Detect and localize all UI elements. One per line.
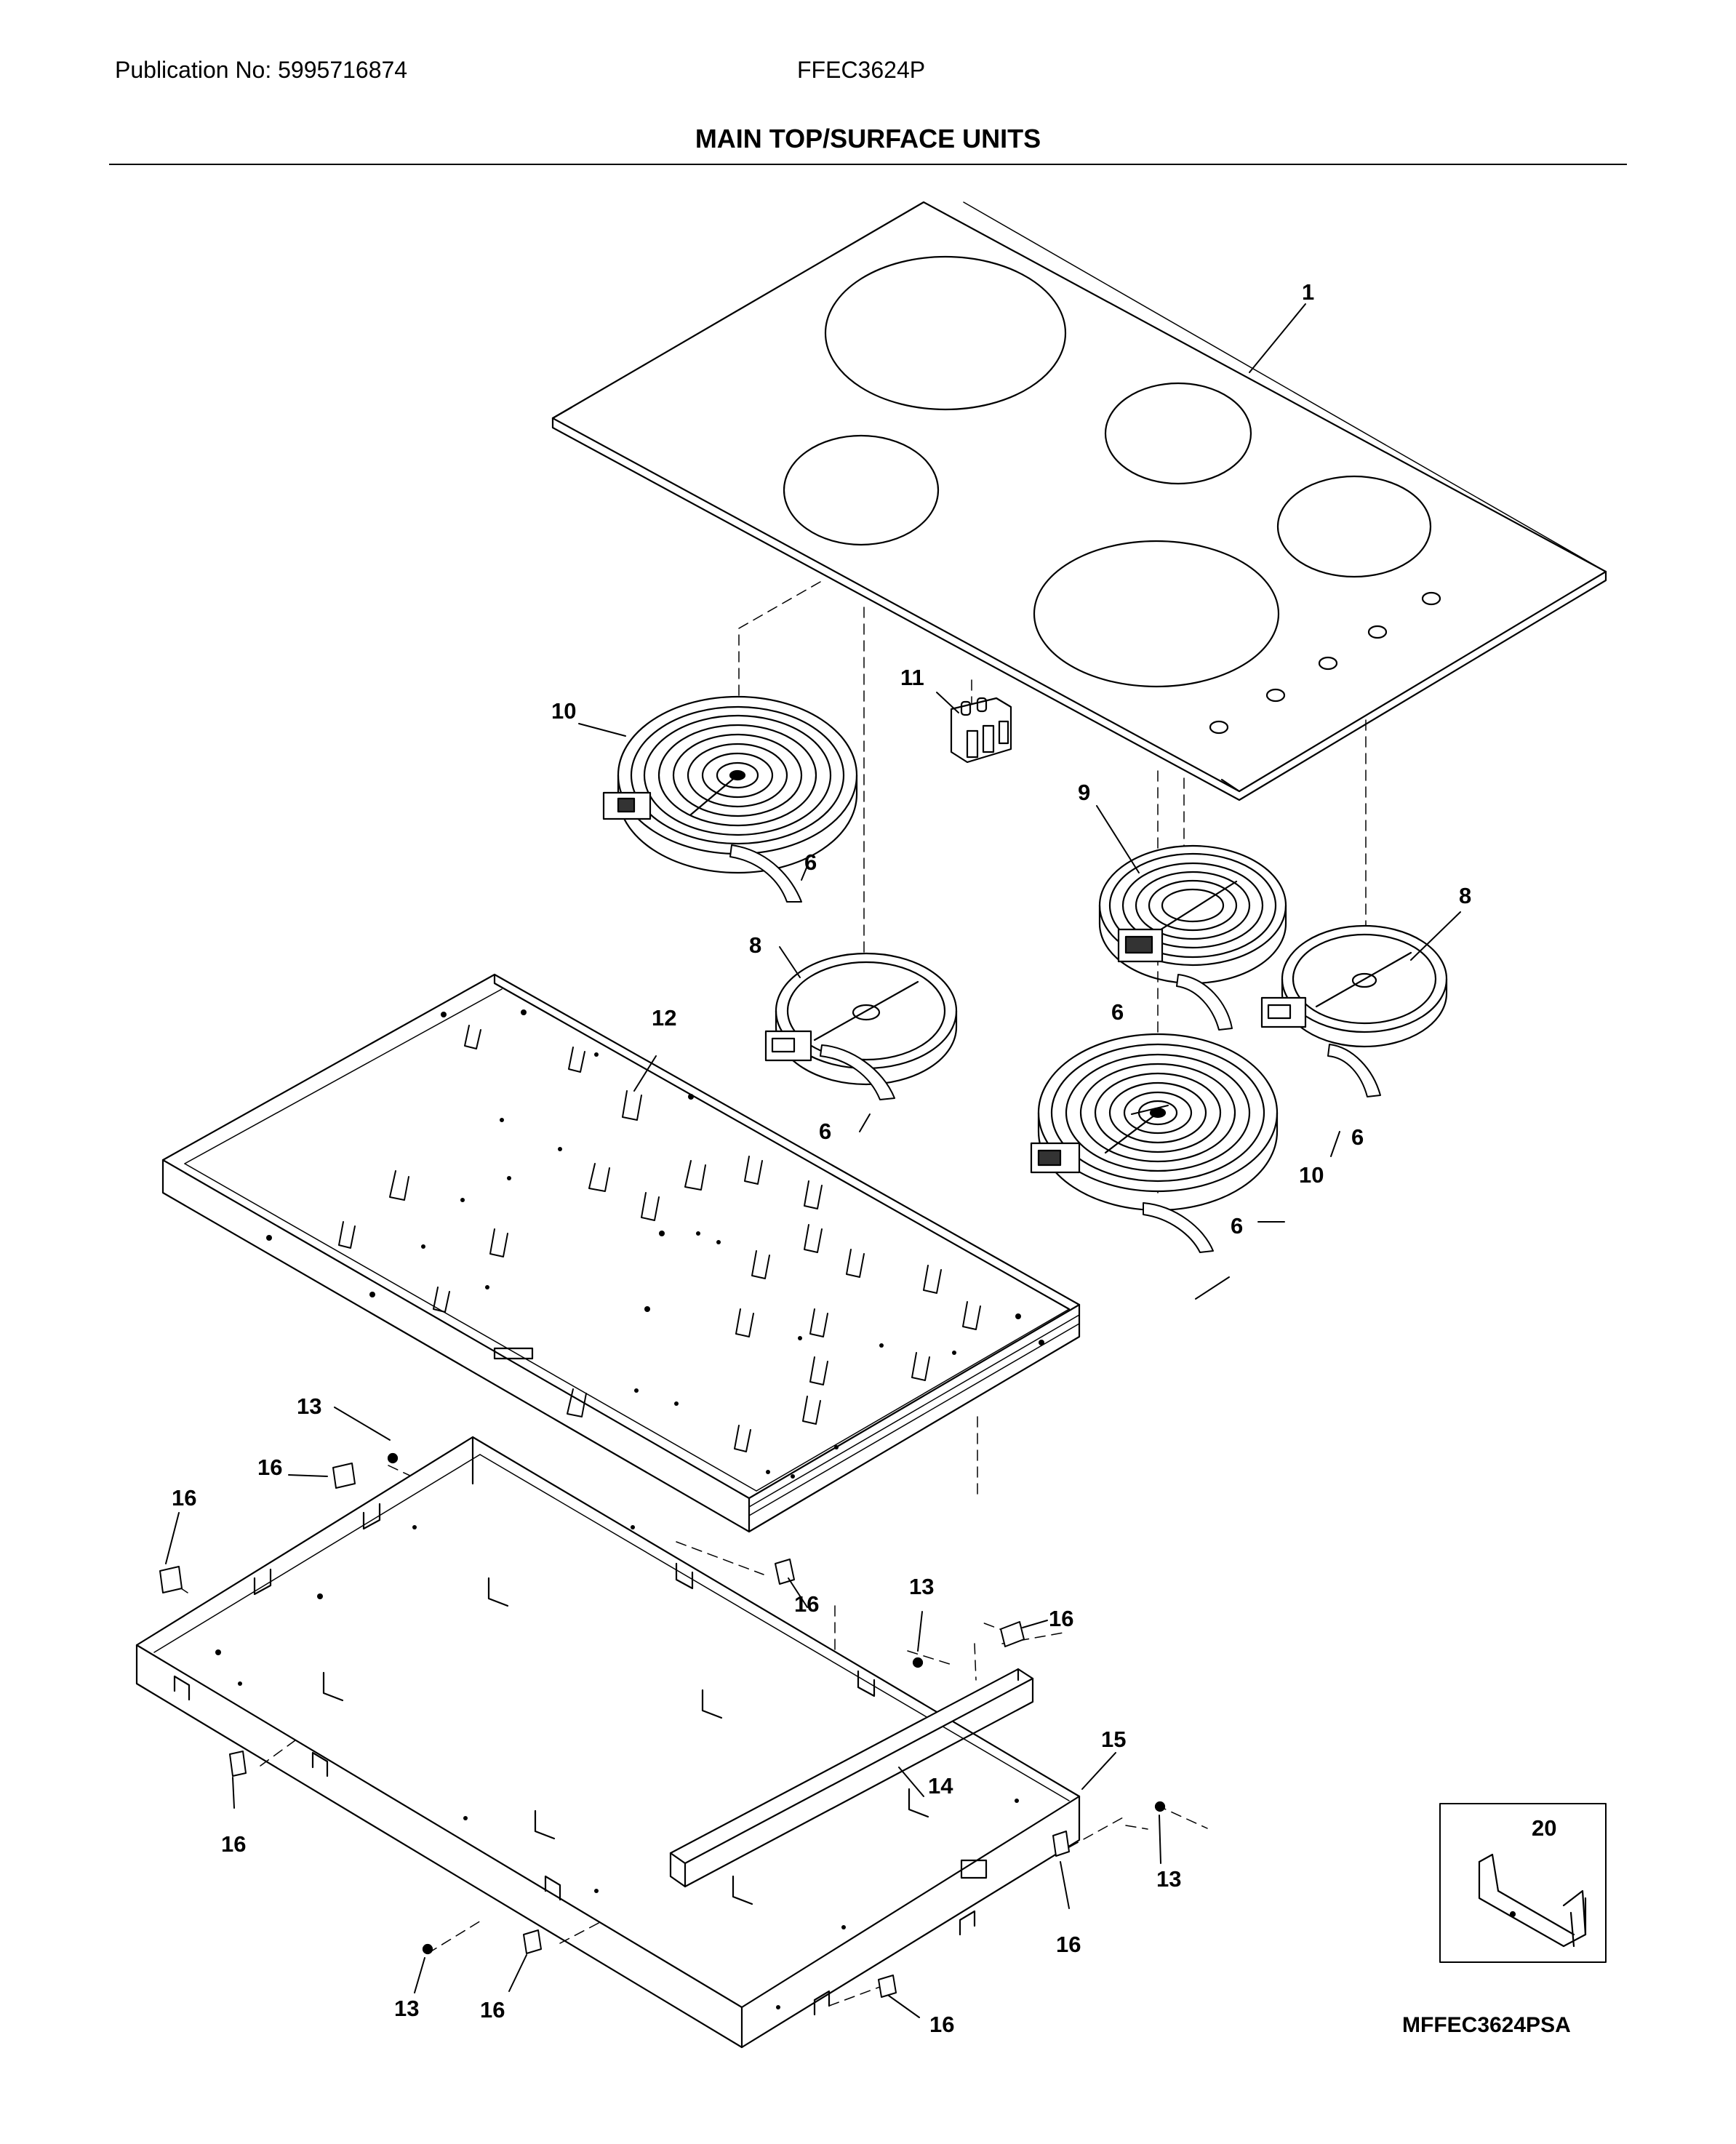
support-rail-part-14 [669,1668,1034,1888]
callout-13: 13 [394,1996,420,2021]
callout-11: 11 [900,665,924,690]
burner-box-part-12 [161,973,1081,1533]
callout-16: 16 [221,1831,247,1857]
lower-frame-part-15 [135,1436,1081,2049]
callout-16: 16 [257,1455,283,1480]
header-divider [109,164,1627,165]
callout-16: 16 [1049,1606,1074,1631]
callout-13: 13 [297,1393,322,1419]
callout-leaders [165,303,1461,2018]
callout-13: 13 [1156,1866,1182,1892]
callout-1: 1 [1302,279,1315,305]
callout-8: 8 [749,932,762,958]
callout-6: 6 [804,849,817,875]
callout-13: 13 [909,1574,935,1599]
callout-16: 16 [480,1997,505,2023]
callout-8: 8 [1459,883,1472,908]
callout-10: 10 [1299,1162,1324,1188]
callout-16: 16 [1056,1932,1081,1957]
glass-cooktop-part-1 [551,201,1607,801]
callout-6: 6 [819,1119,832,1144]
callout-9: 9 [1078,780,1091,805]
screw-part-13 [387,1452,1166,1955]
radiant-element-part-10-upper [602,695,858,874]
callout-16: 16 [794,1591,820,1617]
callout-6: 6 [1111,999,1124,1025]
inset-part-20 [1439,1803,1607,1963]
page-title: MAIN TOP/SURFACE UNITS [695,124,1041,153]
callout-6: 6 [1351,1124,1364,1150]
radiant-element-part-10-lower [1030,1033,1279,1212]
callout-6: 6 [1231,1213,1244,1239]
terminal-block-part-11 [950,697,1012,764]
callout-20: 20 [1532,1815,1557,1841]
radiant-element-part-8-left [764,952,958,1086]
callout-10: 10 [551,698,577,724]
publication-number: Publication No: 5995716874 [115,57,408,83]
callout-14: 14 [928,1773,953,1799]
callout-16: 16 [172,1485,197,1511]
callout-12: 12 [652,1005,677,1031]
diagram-code: MFFEC3624PSA [1402,2013,1571,2037]
dual-element-part-9 [1098,844,1287,985]
retainer-clip-part-6 [729,844,1381,1253]
spring-clip-part-16 [159,1463,1070,1998]
radiant-element-part-8-right [1260,924,1448,1048]
callout-15: 15 [1101,1727,1127,1752]
model-number: FFEC3624P [797,57,926,83]
callout-16: 16 [929,2012,955,2037]
